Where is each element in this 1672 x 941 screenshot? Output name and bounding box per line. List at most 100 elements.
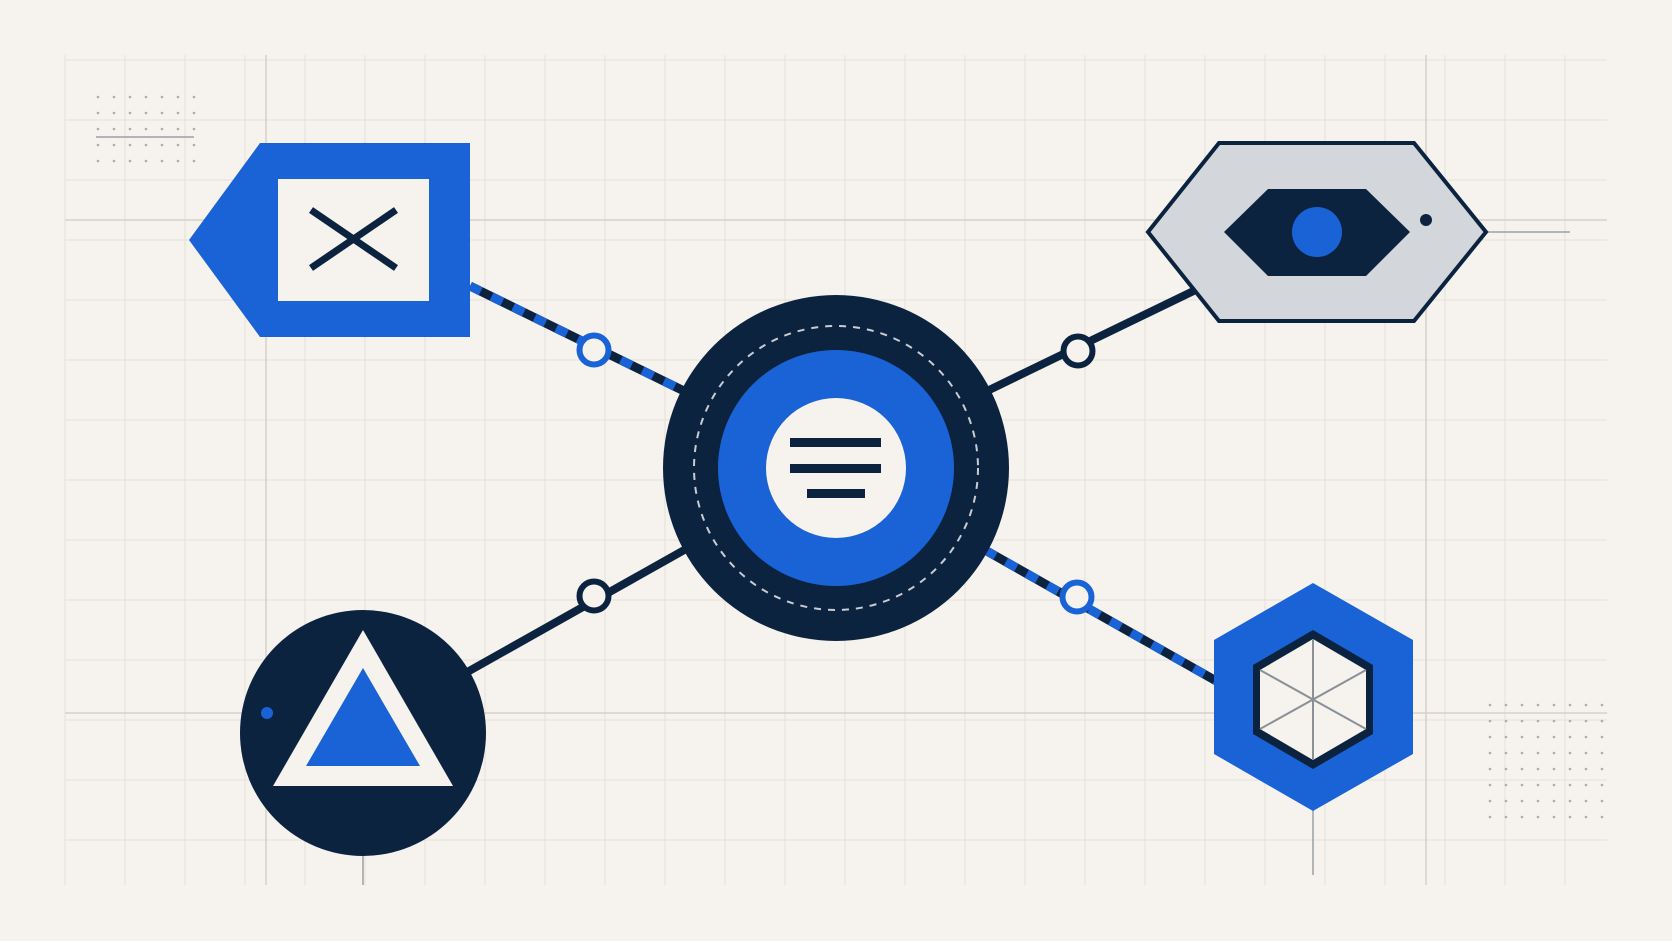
decor-dot <box>1568 799 1572 803</box>
decor-dot <box>1584 719 1588 723</box>
decor-dot <box>1536 799 1540 803</box>
decor-dot <box>112 127 116 131</box>
decor-dot <box>1536 735 1540 739</box>
decor-dot <box>96 127 100 131</box>
decor-dot <box>1504 767 1508 771</box>
decor-dot <box>1600 815 1604 819</box>
decor-dot <box>1488 735 1492 739</box>
decor-dot <box>1504 799 1508 803</box>
decor-dot <box>1552 703 1556 707</box>
decor-dot <box>176 95 180 99</box>
decor-dot <box>128 127 132 131</box>
decor-dot <box>1520 719 1524 723</box>
decor-dot <box>1536 783 1540 787</box>
decor-dot <box>96 159 100 163</box>
decor-dot <box>96 111 100 115</box>
decor-dot <box>1584 751 1588 755</box>
decor-dot <box>144 143 148 147</box>
junction-ring-bottom-left <box>576 578 612 614</box>
decor-dot <box>160 95 164 99</box>
junction-ring-top-right <box>1060 333 1096 369</box>
cross-x-icon <box>309 207 398 271</box>
junction-ring-top-left <box>576 332 612 368</box>
decor-dot <box>1520 751 1524 755</box>
decor-dot <box>128 159 132 163</box>
decor-dot <box>128 95 132 99</box>
connector-top-right <box>983 279 1212 396</box>
decor-dot <box>1488 751 1492 755</box>
decor-dot <box>1520 783 1524 787</box>
decor-dot <box>144 111 148 115</box>
decor-dot <box>144 159 148 163</box>
connector-bottom-right <box>982 546 1221 686</box>
cube-icon <box>1253 630 1373 769</box>
eye-icon <box>1224 189 1410 276</box>
hub-node <box>663 295 1009 641</box>
node-bottom-right <box>1214 583 1413 811</box>
decor-dot <box>1520 735 1524 739</box>
decor-dot <box>1600 719 1604 723</box>
decor-dot <box>176 159 180 163</box>
decor-dot <box>1488 799 1492 803</box>
decor-dot <box>1568 703 1572 707</box>
decor-dot <box>1552 719 1556 723</box>
decor-dot <box>128 143 132 147</box>
decor-dot <box>160 159 164 163</box>
decor-dot <box>1552 815 1556 819</box>
decor-dot <box>192 159 196 163</box>
decor-dot <box>1504 735 1508 739</box>
decor-dot <box>1584 799 1588 803</box>
decor-dot <box>1600 799 1604 803</box>
decor-dot <box>1520 767 1524 771</box>
decor-dot <box>1568 719 1572 723</box>
decor-dot <box>1568 815 1572 819</box>
decor-dot <box>176 111 180 115</box>
decor-dot <box>1520 703 1524 707</box>
decor-dot <box>1504 783 1508 787</box>
decor-dot <box>1488 783 1492 787</box>
triangle-icon <box>273 630 453 786</box>
decor-dot <box>1536 815 1540 819</box>
decor-dot <box>176 143 180 147</box>
connector-top-left <box>468 281 688 397</box>
node-top-right <box>1145 141 1489 323</box>
decor-dot <box>1488 703 1492 707</box>
decor-dot <box>1568 751 1572 755</box>
indicator-dot <box>1420 214 1432 226</box>
decor-dot <box>112 111 116 115</box>
decor-dot <box>1568 735 1572 739</box>
decor-dot <box>1600 783 1604 787</box>
decor-dot <box>1584 767 1588 771</box>
decor-dot <box>1504 719 1508 723</box>
decor-dot <box>1536 751 1540 755</box>
decor-dot <box>112 159 116 163</box>
decor-dot <box>112 95 116 99</box>
decor-dot <box>1584 783 1588 787</box>
decor-dot <box>144 127 148 131</box>
decor-dot <box>1584 703 1588 707</box>
decor-dot <box>1504 703 1508 707</box>
decor-dot <box>192 95 196 99</box>
decor-dot <box>1536 703 1540 707</box>
decor-dot <box>1600 751 1604 755</box>
decor-dot <box>1504 815 1508 819</box>
decor-dot <box>96 95 100 99</box>
decor-dot <box>1520 815 1524 819</box>
menu-lines-icon <box>790 438 881 498</box>
decor-dot <box>160 143 164 147</box>
decor-dot <box>1536 767 1540 771</box>
decor-dot <box>144 95 148 99</box>
decor-dot <box>1584 735 1588 739</box>
dot-pattern-top-left <box>96 95 196 163</box>
decor-dot <box>112 143 116 147</box>
decor-dot <box>1600 735 1604 739</box>
hub-dashed-ring <box>693 325 979 611</box>
decor-dot <box>1520 799 1524 803</box>
decor-dot <box>128 111 132 115</box>
decor-dot <box>192 143 196 147</box>
decor-dot <box>96 143 100 147</box>
decor-dot <box>192 127 196 131</box>
junction-ring-bottom-right <box>1059 579 1095 615</box>
